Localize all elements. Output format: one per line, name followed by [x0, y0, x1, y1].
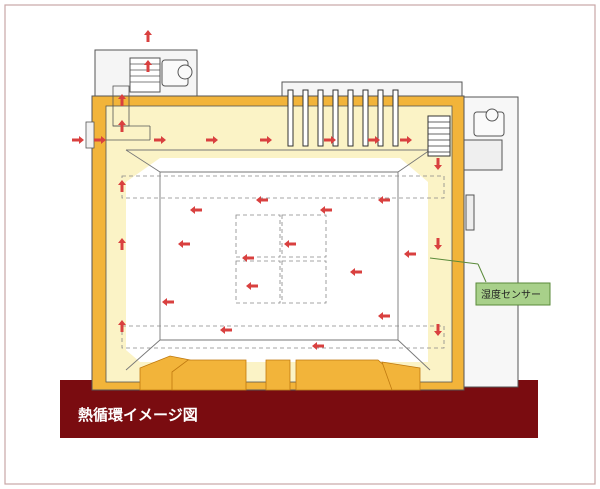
airflow-arrow-icon	[178, 240, 190, 248]
airflow-arrow-icon	[220, 326, 232, 334]
airflow-arrow-icon	[206, 136, 218, 144]
airflow-arrow-icon	[320, 206, 332, 214]
airflow-arrow-icon	[368, 136, 380, 144]
airflow-arrow-icon	[404, 250, 416, 258]
airflow-arrow-icon	[118, 238, 126, 250]
airflow-arrow-icon	[256, 196, 268, 204]
airflow-arrow-icon	[324, 136, 336, 144]
airflow-arrows	[72, 30, 442, 350]
airflow-arrow-icon	[118, 180, 126, 192]
banner-title: 熱循環イメージ図	[78, 406, 198, 424]
chamber-perspective	[125, 149, 431, 371]
airflow-arrow-icon	[94, 136, 106, 144]
airflow-arrow-icon	[434, 158, 442, 170]
airflow-arrow-icon	[118, 94, 126, 106]
right-housing	[461, 96, 519, 388]
airflow-arrow-icon	[434, 324, 442, 336]
airflow-arrow-icon	[434, 238, 442, 250]
airflow-arrow-icon	[246, 282, 258, 290]
airflow-arrow-icon	[118, 320, 126, 332]
heater-fins-icon	[287, 89, 399, 147]
fan-icon	[427, 115, 451, 157]
humidity-sensor-icon	[429, 257, 487, 283]
chamber-interior	[126, 158, 428, 362]
pallets	[139, 355, 421, 391]
airflow-arrow-icon	[242, 254, 254, 262]
dashed-trays	[121, 175, 445, 349]
airflow-arrow-icon	[378, 312, 390, 320]
intake-unit	[94, 49, 198, 99]
airflow-arrow-icon	[400, 136, 412, 144]
humidity-sensor-label: 湿度センサー	[481, 288, 541, 301]
airflow-arrow-icon	[378, 196, 390, 204]
airflow-arrow-icon	[144, 30, 152, 42]
airflow-arrow-icon	[154, 136, 166, 144]
airflow-arrow-icon	[72, 136, 84, 144]
humidity-sensor-box	[475, 282, 551, 306]
airflow-arrow-icon	[118, 120, 126, 132]
airflow-arrow-icon	[350, 268, 362, 276]
airflow-arrow-icon	[162, 298, 174, 306]
airflow-arrow-icon	[260, 136, 272, 144]
airflow-arrow-icon	[144, 60, 152, 72]
airflow-arrow-icon	[190, 206, 202, 214]
airflow-arrow-icon	[312, 342, 324, 350]
airflow-arrow-icon	[284, 240, 296, 248]
left-vent	[85, 121, 95, 149]
